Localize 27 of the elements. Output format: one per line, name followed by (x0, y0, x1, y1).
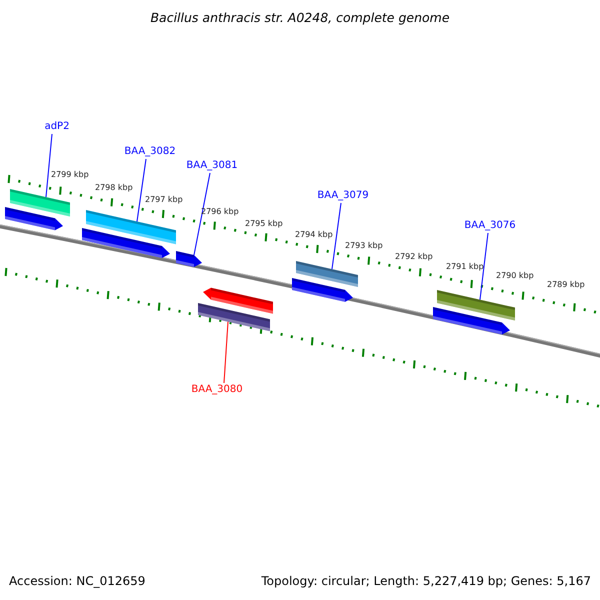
gene-bar (198, 303, 270, 332)
gene-label: BAA_3079 (317, 190, 369, 201)
leader-line (480, 232, 488, 300)
gene-bar (437, 290, 515, 321)
gene-label: BAA_3080 (191, 384, 243, 395)
leader-line (224, 321, 228, 384)
scale-label: 2793 kbp (345, 242, 383, 251)
gene-feature (176, 251, 202, 268)
scale-label: 2790 kbp (496, 272, 534, 281)
gene-bar (10, 189, 70, 216)
scale-label: 2795 kbp (245, 220, 283, 229)
gene-bar (296, 261, 358, 287)
gene-label: BAA_3076 (464, 220, 516, 231)
scale-label: 2792 kbp (395, 253, 433, 262)
leader-line (332, 202, 342, 270)
gene-label: adP2 (44, 121, 70, 132)
scale-label: 2789 kbp (547, 281, 585, 290)
leader-line (46, 134, 52, 198)
accession-text: Accession: NC_012659 (9, 575, 146, 588)
gene-label: BAA_3081 (186, 160, 238, 171)
leader-line (136, 158, 146, 222)
gene-label: BAA_3082 (124, 146, 176, 157)
title: Bacillus anthracis str. A0248, complete genome (150, 11, 450, 25)
gene-bar (86, 210, 176, 244)
leader-line (194, 172, 210, 256)
scale-label: 2798 kbp (95, 184, 133, 193)
genome-info-text: Topology: circular; Length: 5,227,419 bp; Genes: 5,167 (261, 575, 591, 588)
